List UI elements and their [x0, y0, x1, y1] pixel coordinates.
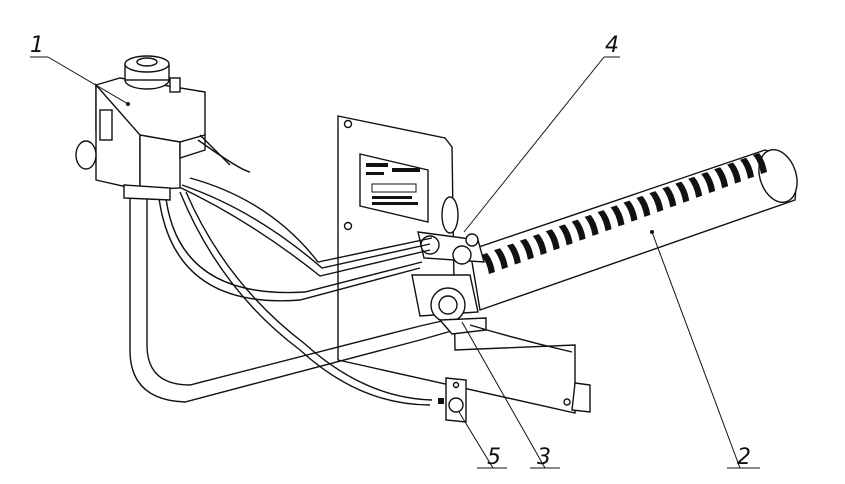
- thermocouple-leads: [157, 177, 433, 406]
- gas-supply-tube: [129, 195, 456, 403]
- burner-slot: [727, 162, 742, 184]
- burner-slot: [740, 157, 755, 179]
- callout-3: 3: [537, 445, 551, 470]
- burner-slot: [688, 176, 703, 198]
- burner-slot: [610, 205, 625, 227]
- burner-slot: [558, 224, 573, 246]
- callout-2: 2: [737, 445, 751, 470]
- burner-tube: [469, 149, 798, 311]
- burner-slot: [675, 181, 690, 203]
- burner-slot: [623, 200, 638, 222]
- gas-control-valve: [75, 55, 251, 201]
- burner-slot: [649, 191, 664, 213]
- nozzle-assembly: [430, 287, 573, 353]
- burner-slot: [753, 153, 767, 174]
- burner-slot: [571, 219, 586, 241]
- callout-1: 1: [30, 33, 44, 58]
- callout-5: 5: [487, 445, 501, 470]
- burner-slot: [662, 186, 677, 208]
- burner-slot: [584, 214, 599, 236]
- burner-slot: [481, 253, 495, 274]
- burner-slot: [493, 248, 508, 270]
- thermocouple-connector: [438, 377, 467, 423]
- burner-slot: [519, 238, 534, 260]
- burner-slot: [701, 172, 716, 194]
- leader-lines: [30, 56, 760, 469]
- burner-slot: [545, 229, 560, 251]
- burner-slot: [532, 233, 547, 255]
- burner-slot: [636, 195, 651, 217]
- burner-slot: [714, 167, 729, 189]
- burner-slot: [597, 210, 612, 232]
- callout-4: 4: [605, 33, 619, 58]
- burner-slot: [506, 243, 521, 265]
- nameplate: [359, 153, 429, 223]
